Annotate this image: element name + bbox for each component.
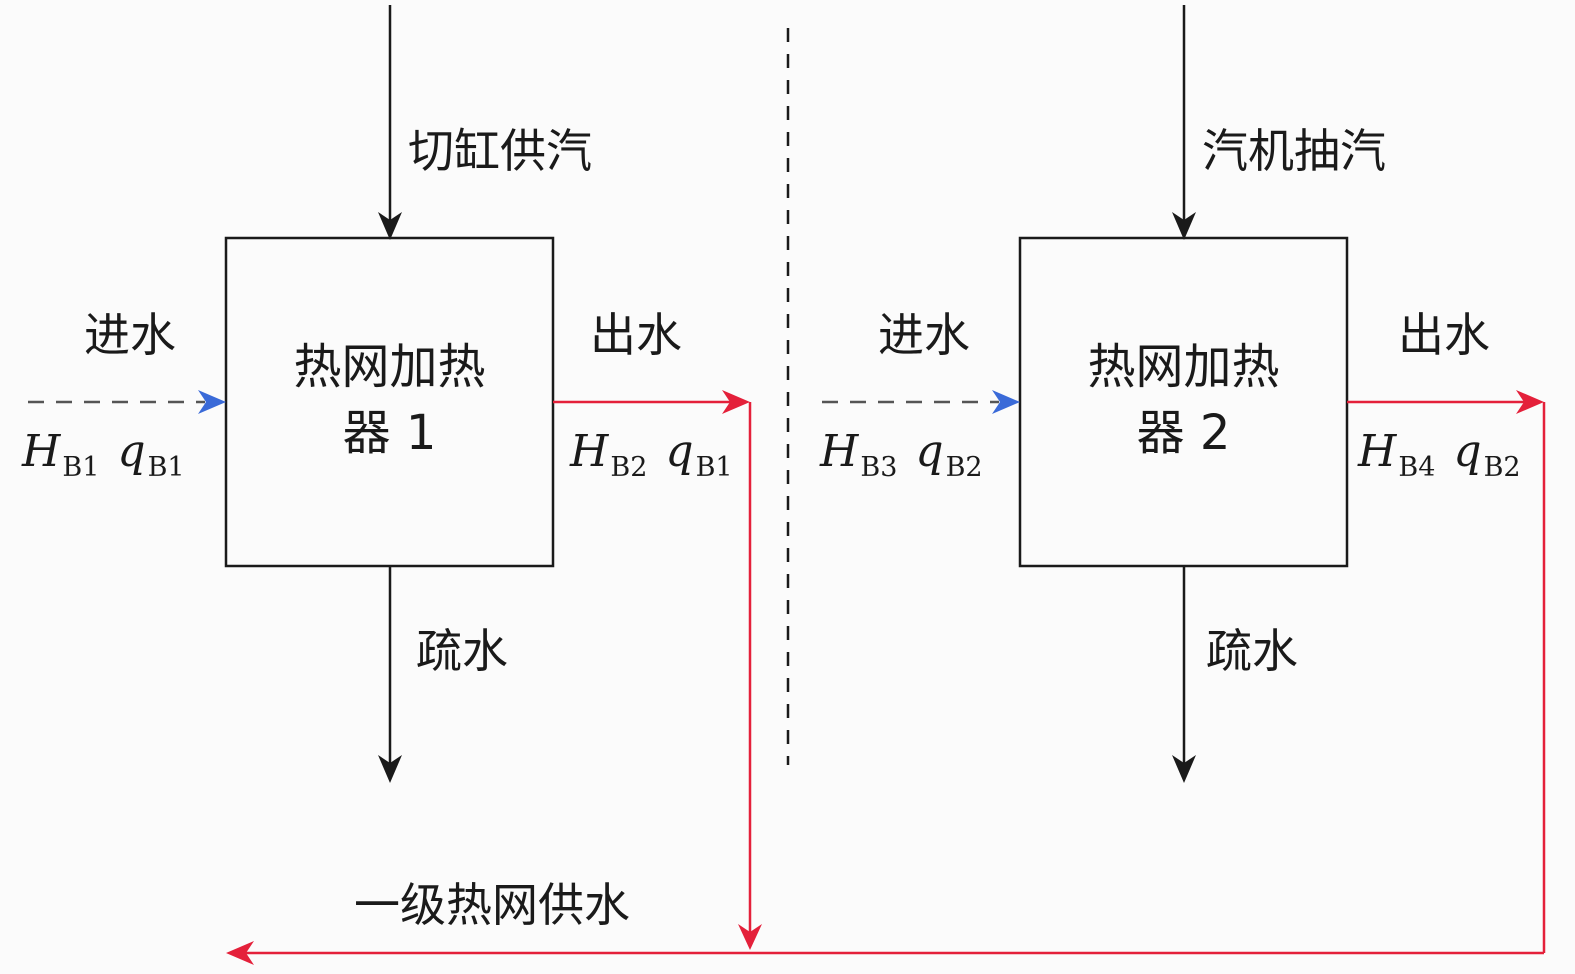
heater-1-label-line1: 热网加热	[293, 339, 486, 395]
heater-1-label-line2: 器 1	[342, 405, 437, 461]
outflow-arrowhead-2	[1516, 390, 1544, 414]
drain-label-1: 疏水	[416, 624, 508, 678]
inlet-label-2: 进水	[878, 308, 970, 362]
drain-label-2: 疏水	[1206, 624, 1298, 678]
steam-arrowhead-1	[378, 212, 402, 240]
steam-arrowhead-2	[1172, 212, 1196, 240]
outlet-label-2: 出水	[1398, 308, 1490, 362]
steam-label-2: 汽机抽汽	[1202, 124, 1386, 178]
outflow-down-arrowhead-1	[738, 924, 762, 950]
outflow-arrowhead-1	[722, 390, 750, 414]
inflow-arrowhead-1	[198, 390, 226, 414]
outlet-label-1: 出水	[590, 308, 682, 362]
inlet-label-1: 进水	[84, 308, 176, 362]
drain-arrowhead-2	[1172, 755, 1196, 783]
heater-2-label-line1: 热网加热	[1087, 339, 1280, 395]
inflow-arrowhead-2	[992, 390, 1020, 414]
heater-2-label-line2: 器 2	[1136, 405, 1231, 461]
supply-label: 一级热网供水	[354, 878, 630, 932]
supply-arrowhead	[226, 941, 254, 965]
heater-2-label: 热网加热 器 2	[1020, 334, 1347, 466]
heater-1-label: 热网加热 器 1	[226, 334, 553, 466]
drain-arrowhead-1	[378, 755, 402, 783]
steam-label-1: 切缸供汽	[408, 124, 592, 178]
